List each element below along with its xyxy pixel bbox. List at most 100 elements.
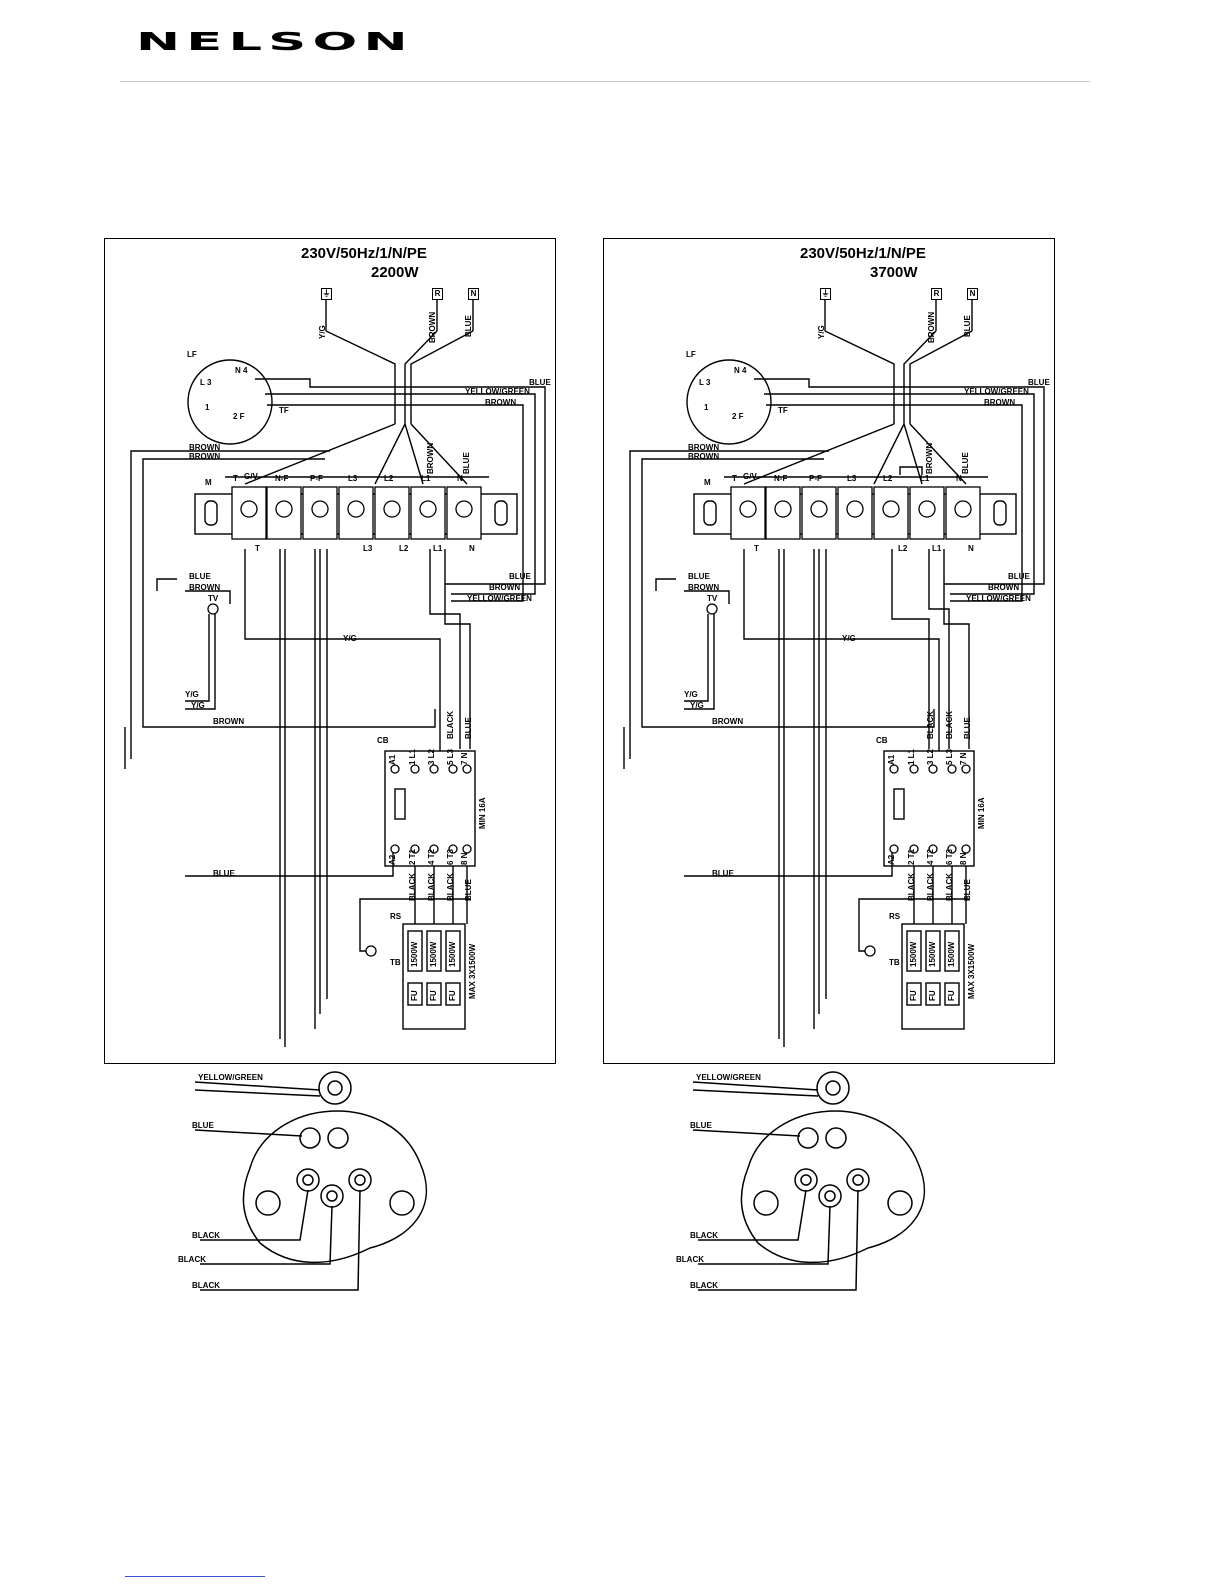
brown-mid: BROWN [925,442,934,474]
black-heater-2: BLACK [427,873,436,901]
tv-label: TV [208,594,219,603]
l1b-label: L1 [932,544,942,553]
tf-label: TF [279,406,289,415]
cb-label: CB [876,736,888,745]
fuse-3-label: FU [448,990,457,1001]
tb-label: TB [390,958,401,967]
rs-label: RS [889,912,901,921]
l3b-label: L3 [363,544,373,553]
brown-low-label: BROWN [712,717,744,726]
nb-label: N [968,544,974,553]
black-element-3: BLACK [192,1281,220,1290]
nf-label: N-F [275,474,289,483]
lf-1: 1 [205,403,210,412]
brown-right-low: BROWN [489,583,521,592]
yellow-green-element: YELLOW/GREEN [696,1073,761,1082]
brown-left-1: BROWN [189,443,221,452]
m-label: M [205,478,212,487]
black-cb-top-1: BLACK [926,711,935,739]
black-heater-2: BLACK [926,873,935,901]
wiring-drawing [124,299,546,1047]
element-flange-right: YELLOW/GREEN BLUE BLACK BLACK BLACK [676,1068,978,1308]
cb-a2: A2 [388,854,397,865]
blue-mid: BLUE [462,452,471,474]
cb-t1: 2 T1 [408,848,417,865]
blue-top: BLUE [529,378,551,387]
tb-label: TB [889,958,900,967]
flange-drawing [194,1071,427,1291]
blue-element: BLUE [690,1121,712,1130]
blue-left-low: BLUE [189,572,211,581]
l1-label: L1 [421,474,431,483]
yellow-green-top: YELLOW/GREEN [964,387,1029,396]
lf-label: LF [686,350,696,359]
l1-label: L1 [920,474,930,483]
black-element-2: BLACK [178,1255,206,1264]
min16a-label: MIN 16A [478,797,487,829]
cb-a2: A2 [887,854,896,865]
black-heater-1: BLACK [907,873,916,901]
t-top-label: T [233,474,238,483]
l2b-label: L2 [399,544,409,553]
heater-2-label: 1500W [429,941,438,967]
header-divider [120,81,1090,82]
yg-label: Y/G [817,325,826,339]
cb-t2: 4 T2 [926,848,935,865]
gv-label: G/V [743,472,757,481]
brown-left-2: BROWN [189,452,221,461]
brown-top: BROWN [984,398,1016,407]
cb-a1: A1 [388,754,397,765]
r-terminal: R [432,288,443,300]
l2-label: L2 [384,474,394,483]
cb-l3: 5 L3 [945,748,954,765]
t-bot-label: T [754,544,759,553]
brown-right-low: BROWN [988,583,1020,592]
black-cb-top-2: BLACK [945,711,954,739]
blue-mid: BLUE [961,452,970,474]
fuse-2-label: FU [429,990,438,1001]
fuse-2-label: FU [928,990,937,1001]
blue-label: BLUE [464,315,473,337]
earth-terminal: ⏚ [820,288,831,300]
supply-spec: 230V/50Hz/1/N/PE [301,245,427,262]
supply-spec: 230V/50Hz/1/N/PE [800,245,926,262]
wiring-drawing [623,299,1045,1047]
cb-n: 7 N [460,752,469,765]
lf-2: 2 F [233,412,245,421]
nf-label: N-F [774,474,788,483]
black-heater-3: BLACK [945,873,954,901]
cb-l1: 1 L1 [907,748,916,765]
n-label: N [457,474,463,483]
fuse-1-label: FU [410,990,419,1001]
t-bot-label: T [255,544,260,553]
black-element-1: BLACK [192,1231,220,1240]
yellow-green-right-low: YELLOW/GREEN [467,594,532,603]
wiring-diagram-2200w: 230V/50Hz/1/N/PE 2200W [104,238,556,1064]
black-heater-3: BLACK [446,873,455,901]
cb-l2: 3 L2 [926,748,935,765]
t-top-label: T [732,474,737,483]
brown-mid: BROWN [426,442,435,474]
yellow-green-element: YELLOW/GREEN [198,1073,263,1082]
blue-element: BLUE [192,1121,214,1130]
brown-label: BROWN [927,311,936,343]
fuse-1-label: FU [909,990,918,1001]
black-heater-1: BLACK [408,873,417,901]
lf-label: LF [187,350,197,359]
cb-t3: 6 T3 [446,848,455,865]
footer-link-underline[interactable] [125,1576,265,1577]
blue-heater: BLUE [963,879,972,901]
pf-label: P-F [809,474,822,483]
lf-l3: L 3 [699,378,711,387]
cb-n: 7 N [959,752,968,765]
black-element-1: BLACK [690,1231,718,1240]
power-rating: 3700W [870,264,918,281]
m-label: M [704,478,711,487]
blue-cb-top: BLUE [464,717,473,739]
heater-3-label: 1500W [448,941,457,967]
blue-right-low: BLUE [509,572,531,581]
lf-n4: N 4 [734,366,747,375]
cb-label: CB [377,736,389,745]
cb-a1: A1 [887,754,896,765]
black-element-2: BLACK [676,1255,704,1264]
